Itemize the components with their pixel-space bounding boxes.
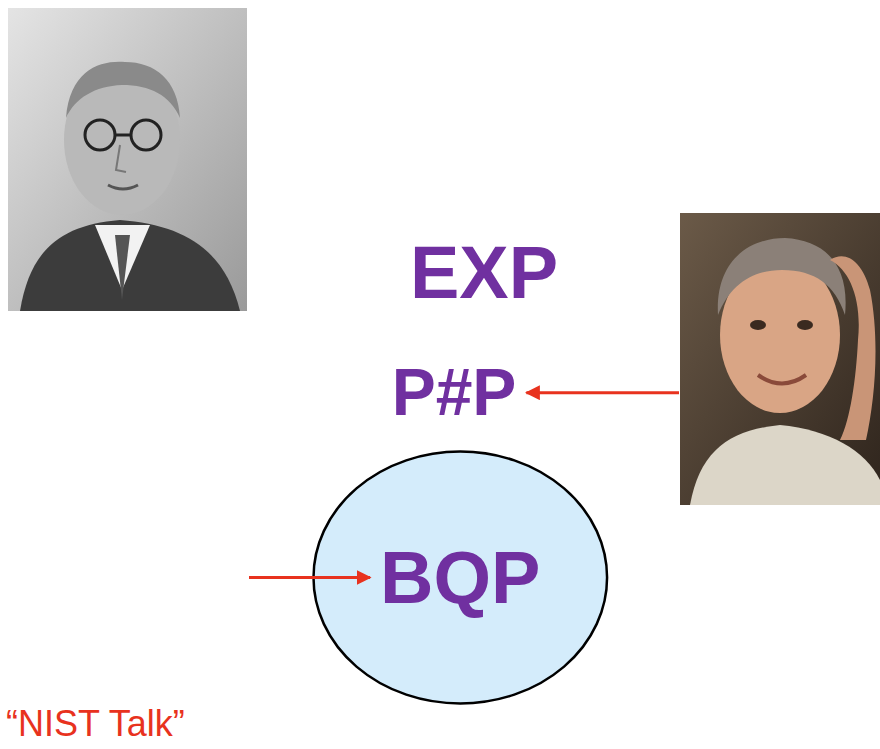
pointer-arrow [249,576,370,579]
class-name: BQP [380,537,540,618]
text-slot: BQP [312,537,609,618]
ellipse-shape [314,452,608,704]
class-name: EXP [410,232,558,313]
text-slot: EXP [158,232,810,313]
portrait-photo [8,8,247,311]
ellipse-outline [124,8,424,158]
class-region: BQP P#P EXP [124,8,776,748]
pointer-arrow [526,391,679,394]
talk-note: “NIST Talk” [6,704,185,744]
class-name: P#P [392,356,517,429]
portrait-photo [680,213,880,505]
class-region: BQP [312,450,609,705]
text-slot: P#P [252,356,656,429]
